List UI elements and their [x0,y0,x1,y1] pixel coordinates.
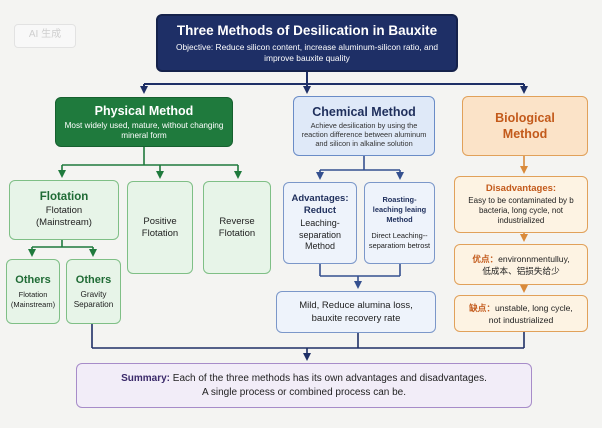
flotation-box: Flotation Flotation (Mainstream) [9,180,119,240]
positive-flotation-text: Positive Flotation [141,215,179,239]
disadvantages-heading: Disadvantages: [485,183,557,194]
title-branch-lines [140,72,528,94]
chemical-result-text: Mild, Reduce alumina loss, bauxite recov… [299,300,413,324]
advantages-cn-text-2: 低成本、铝损失给少 [482,265,560,276]
chemical-method-box: Chemical Method Achieve desilication by … [293,96,435,156]
others-gravity-text: Gravity Separation [73,290,114,309]
chemical-method-subtitle: Achieve desilication by using the reacti… [301,120,427,148]
positive-flotation-box: Positive Flotation [127,181,193,274]
disadvantages-text: Easy to be contaminated by b bacteria, l… [468,196,574,225]
disadvantages-box: Disadvantages: Easy to be contaminated b… [454,176,588,233]
disadvantages-cn-text-1: unstable, long cycle, [494,302,573,313]
chemical-branch-lines [316,156,404,289]
summary-text-1: Each of the three methods has its own ad… [172,372,487,384]
summary-text-2: A single process or combined process can… [202,386,406,398]
disadvantages-cn-text-2: not industrialized [488,314,554,325]
summary-branch-lines [91,324,525,361]
chemical-result-box: Mild, Reduce alumina loss, bauxite recov… [276,291,436,333]
advantages-cn-label: 优点： [472,253,499,264]
roasting-leaching-box: Roasting-leaching leaing Method Direct L… [364,182,435,264]
others-flotation-heading: Others [15,274,51,286]
advantages-text: Leaching-separation Method [298,218,342,252]
advantages-cn-box: 优点：environnmentulluy, 低成本、铝损失给少 [454,244,588,285]
advantages-cn-line-1: 优点：environnmentulluy, [472,253,569,265]
physical-method-heading: Physical Method [94,103,194,118]
others-gravity-box: Others Gravity Separation [66,259,121,324]
others-flotation-text: Flotation (Mainstream) [10,290,56,309]
flotation-text: Flotation (Mainstream) [36,205,92,228]
reverse-flotation-text: Reverse Flotation [218,215,256,239]
objective-text: Objective: Reduce silicon content, incre… [175,41,439,63]
advantages-box: Advantages: Reduct Leaching-separation M… [283,182,357,264]
roasting-leaching-text: Direct Leaching--separatiom betrost [368,231,431,250]
chemical-method-heading: Chemical Method [312,104,416,119]
physical-method-box: Physical Method Most widely used, mature… [55,97,233,147]
physical-method-subtitle: Most widely used, mature, without changi… [64,120,224,140]
title-box: Three Methods of Desilication in Bauxite… [156,14,458,72]
diagram-title: Three Methods of Desilication in Bauxite [176,22,438,38]
summary-label: Summary: [121,372,170,384]
ai-generated-watermark: AI 生成 [14,24,76,48]
summary-line-1: Summary: Each of the three methods has i… [121,372,487,386]
disadvantages-cn-box: 缺点：unstable, long cycle, not industriali… [454,295,588,332]
biological-method-box: Biological Method [462,96,588,156]
advantages-heading: Advantages: Reduct [291,193,349,217]
disadvantages-cn-label: 缺点： [469,302,495,313]
flotation-heading: Flotation [39,191,89,203]
physical-branch-lines [28,147,242,257]
disadvantages-cn-line-1: 缺点：unstable, long cycle, [469,302,573,314]
summary-box: Summary: Each of the three methods has i… [76,363,532,408]
roasting-leaching-heading: Roasting-leaching leaing Method [372,195,427,224]
reverse-flotation-box: Reverse Flotation [203,181,271,274]
biological-method-heading: Biological Method [495,111,555,141]
advantages-cn-text-1: environnmentulluy, [498,253,570,264]
others-gravity-heading: Others [75,274,112,286]
others-flotation-box: Others Flotation (Mainstream) [6,259,60,324]
